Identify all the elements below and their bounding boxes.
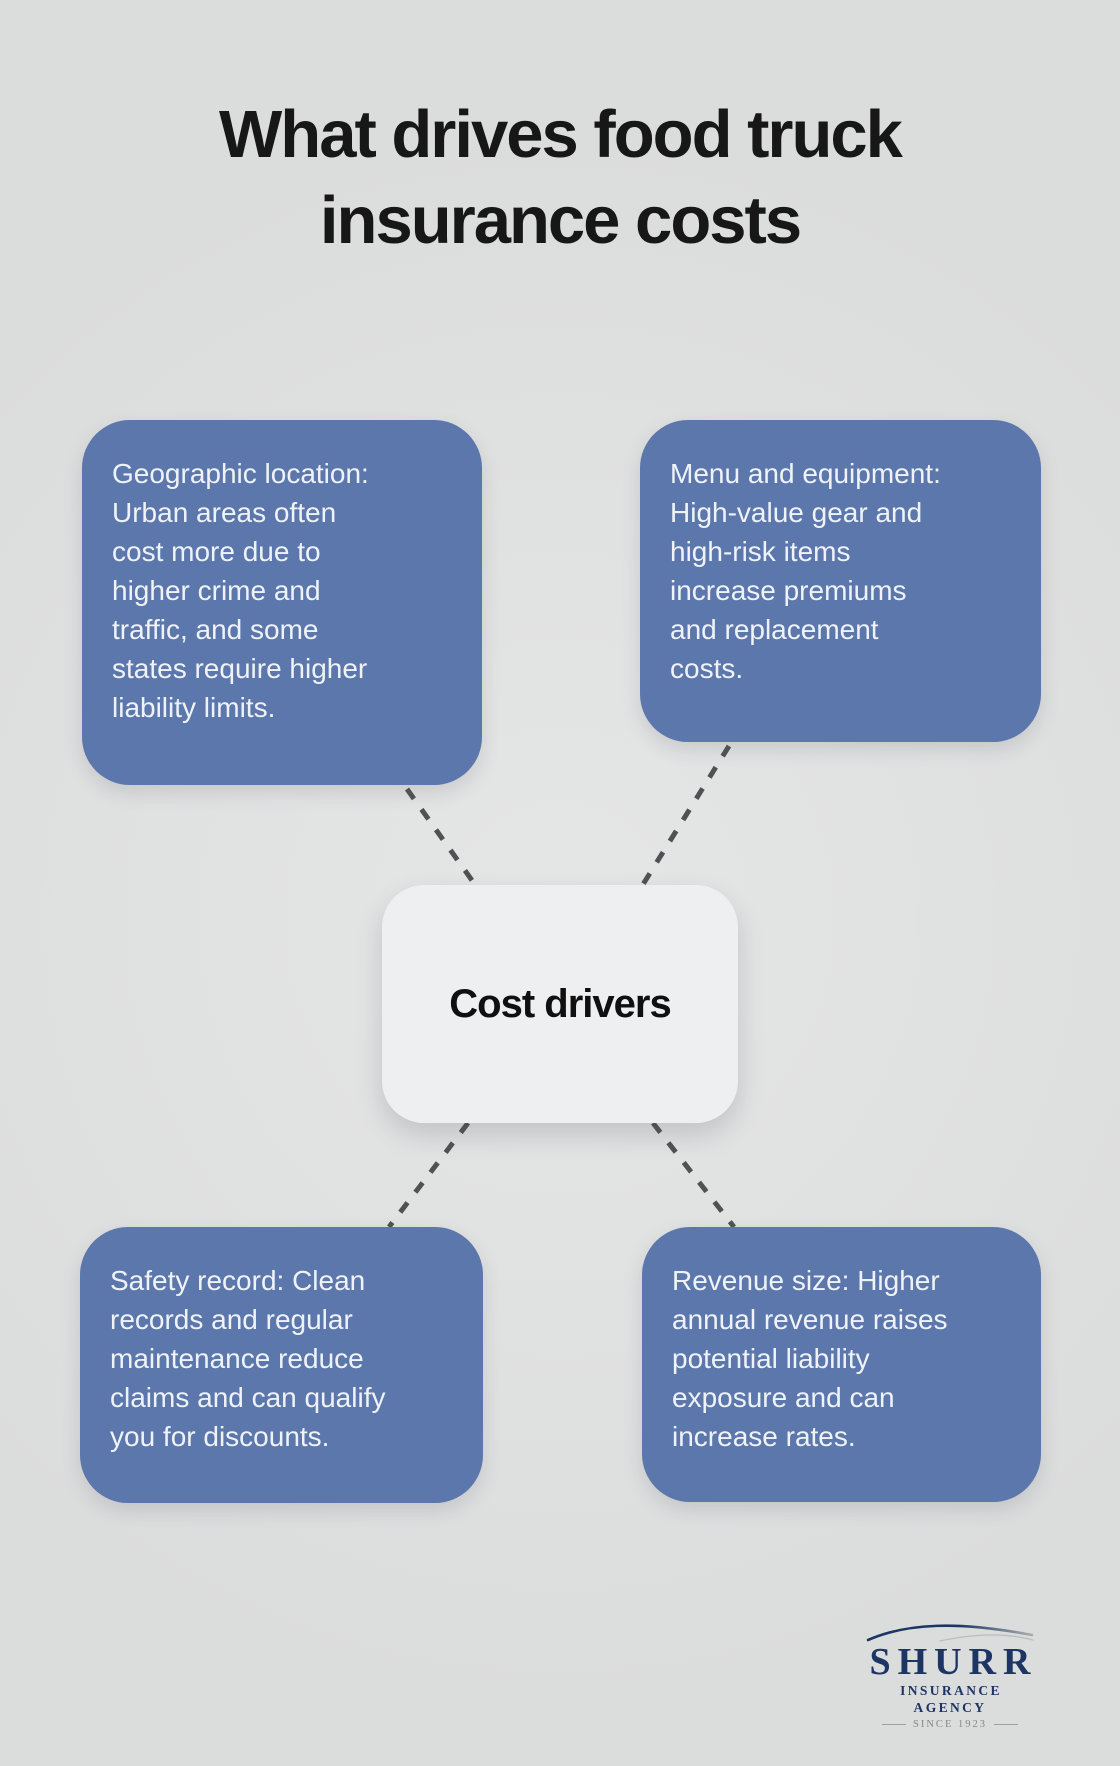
center-node-label: Cost drivers — [449, 981, 671, 1026]
infographic-title: What drives food truck insurance costs — [219, 97, 903, 258]
node-menu-equipment-text: Menu and equipment: High-value gear and … — [670, 458, 941, 684]
node-revenue-size: Revenue size: Higher annual revenue rais… — [642, 1227, 1041, 1502]
connector-line-bottom-right — [651, 1121, 736, 1229]
node-menu-equipment: Menu and equipment: High-value gear and … — [640, 420, 1041, 742]
tagline-rule-right — [993, 1724, 1018, 1725]
connector-line-top-right — [639, 744, 732, 888]
connector-line-top-left — [404, 787, 479, 888]
logo-tagline-text: SINCE 1923 — [913, 1719, 987, 1730]
logo-tagline: SINCE 1923 — [860, 1719, 1040, 1730]
logo-swoosh-icon — [866, 1624, 1034, 1642]
node-revenue-size-text: Revenue size: Higher annual revenue rais… — [672, 1265, 948, 1452]
logo-subtitle: INSURANCE AGENCY — [900, 1683, 1002, 1715]
node-geographic-location-text: Geographic location: Urban areas often c… — [112, 458, 369, 723]
center-node: Cost drivers — [382, 885, 738, 1123]
node-geographic-location: Geographic location: Urban areas often c… — [82, 420, 482, 785]
brand-logo: SHURR INSURANCE AGENCY SINCE 1923 — [860, 1614, 1040, 1730]
connector-line-bottom-left — [387, 1121, 470, 1229]
node-safety-record-text: Safety record: Clean records and regular… — [110, 1265, 386, 1452]
node-safety-record: Safety record: Clean records and regular… — [80, 1227, 483, 1503]
tagline-rule-left — [882, 1724, 907, 1725]
logo-name: SHURR — [869, 1641, 1038, 1683]
